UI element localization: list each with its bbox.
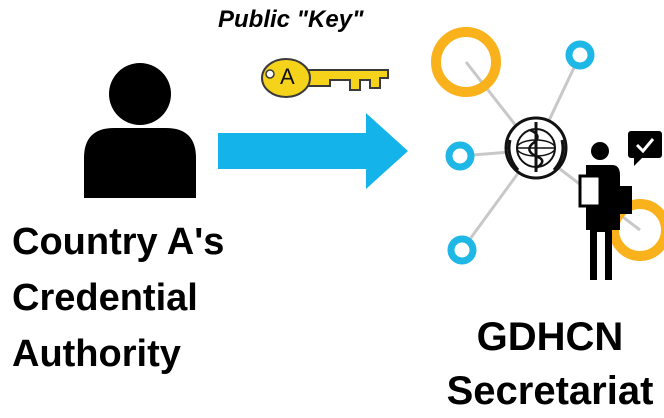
network-node-blue-top bbox=[565, 40, 595, 70]
key-letter: A bbox=[280, 64, 295, 89]
arrow-right-icon bbox=[218, 113, 408, 189]
presenter-icon bbox=[578, 142, 632, 280]
sender-label: Country A's Credential Authority bbox=[12, 221, 225, 375]
network-node-blue-left bbox=[445, 141, 475, 171]
network-node-blue-bottom bbox=[447, 235, 477, 265]
diagram-canvas bbox=[84, 27, 664, 280]
key-icon bbox=[261, 58, 389, 98]
who-emblem-icon bbox=[504, 116, 568, 180]
network-node-orange-large bbox=[431, 27, 501, 97]
receiver-label: GDHCN Secretariat bbox=[446, 315, 654, 413]
chat-check-icon bbox=[628, 131, 662, 166]
person-icon bbox=[84, 63, 196, 198]
public-key-label: Public "Key" bbox=[218, 6, 364, 33]
